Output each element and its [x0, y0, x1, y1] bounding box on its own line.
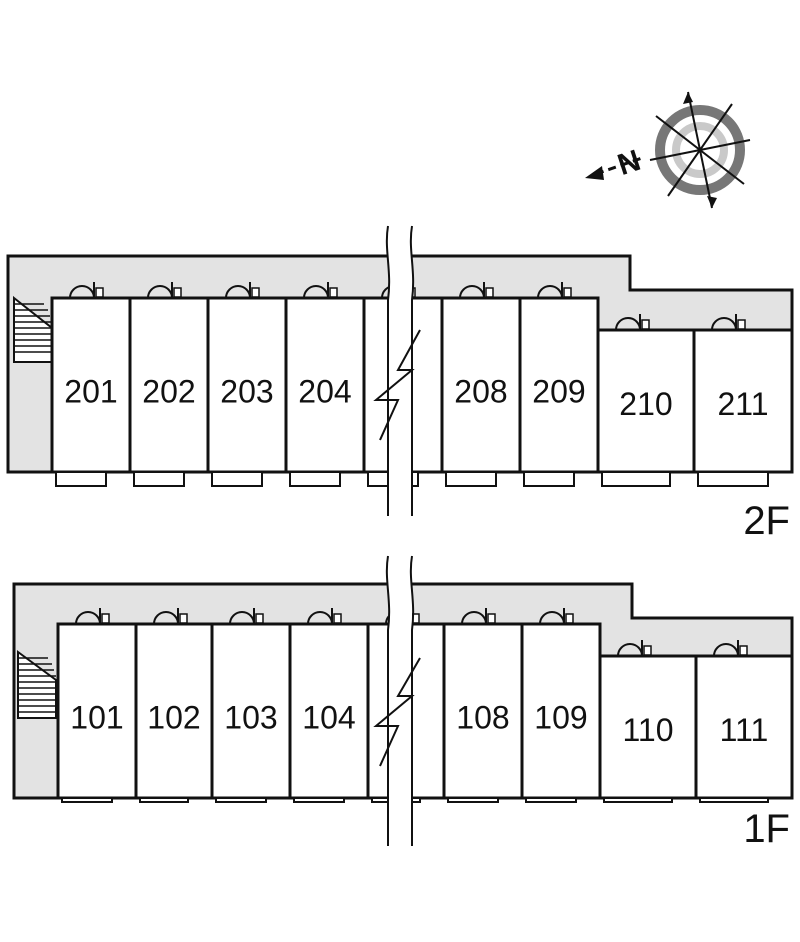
unit-box: 202 — [128, 282, 210, 487]
unit-box: 101 — [56, 608, 138, 803]
compass: N — [585, 91, 751, 209]
unit-label: 109 — [534, 699, 587, 735]
break-line-1f — [385, 555, 415, 846]
balcony — [523, 471, 575, 487]
arrow-up-icon — [683, 92, 693, 104]
unit-box: 204 — [284, 282, 366, 487]
unit-label: 210 — [619, 386, 672, 422]
zigzag-2f — [373, 329, 421, 441]
unit-wall — [284, 296, 366, 474]
door-icon — [539, 608, 574, 625]
unit-box: 109 — [520, 608, 602, 803]
arrow-down-icon — [707, 196, 717, 208]
break-gap-1f — [388, 556, 412, 846]
zigzag-1f — [373, 657, 421, 767]
unit-label: 202 — [142, 373, 195, 409]
door-icon — [303, 282, 338, 299]
unit-wall — [442, 622, 524, 800]
door-icon — [307, 608, 342, 625]
unit-box: 210 — [596, 314, 696, 487]
unit-label: 108 — [456, 699, 509, 735]
balcony — [293, 797, 345, 803]
unit-box: 102 — [134, 608, 214, 803]
door-icon — [225, 282, 260, 299]
unit-box: 103 — [210, 608, 292, 803]
unit-label: 111 — [720, 712, 769, 748]
units-2f: 201 202 203 204 208 209 210 211 — [50, 282, 794, 487]
balcony — [211, 471, 263, 487]
unit-box: 201 — [50, 282, 132, 487]
unit-label: 209 — [532, 373, 585, 409]
door-icon — [69, 282, 104, 299]
balcony — [61, 797, 113, 803]
unit-label: 101 — [70, 699, 123, 735]
unit-label: 204 — [298, 373, 351, 409]
unit-label: 208 — [454, 373, 507, 409]
unit-label: 103 — [224, 699, 277, 735]
door-icon — [711, 314, 746, 331]
balcony — [447, 797, 499, 803]
unit-box: 209 — [518, 282, 600, 487]
balcony — [139, 797, 189, 803]
door-icon — [75, 608, 110, 625]
unit-label: 110 — [622, 712, 673, 748]
compass-ring-inner — [672, 122, 728, 178]
unit-box: 211 — [692, 314, 794, 487]
balcony — [55, 471, 107, 487]
break-line-2f — [385, 225, 415, 516]
door-icon — [713, 640, 748, 657]
door-icon — [147, 282, 182, 299]
unit-box: 203 — [206, 282, 288, 487]
unit-wall — [210, 622, 292, 800]
door-icon — [461, 608, 496, 625]
balcony — [601, 471, 671, 487]
unit-box: 104 — [288, 608, 370, 803]
unit-box: 110 — [598, 640, 698, 803]
unit-wall — [128, 296, 210, 474]
balcony — [525, 797, 577, 803]
compass-north-label: N — [614, 144, 645, 182]
balcony — [699, 797, 769, 803]
unit-label: 102 — [147, 699, 200, 735]
unit-box: 111 — [694, 640, 794, 803]
floor-label-1f: 1F — [743, 807, 790, 851]
balcony — [215, 797, 267, 803]
door-icon — [153, 608, 188, 625]
unit-label: 104 — [302, 699, 355, 735]
unit-wall — [56, 622, 138, 800]
unit-box: 208 — [440, 282, 522, 487]
unit-label: 203 — [220, 373, 273, 409]
door-icon — [617, 640, 652, 657]
unit-box: 108 — [442, 608, 524, 803]
unit-label: 201 — [64, 373, 117, 409]
floor-1f: 101 102 103 104 108 109 110 111 1F — [12, 555, 794, 851]
unit-wall — [694, 654, 794, 800]
unit-wall — [692, 328, 794, 474]
compass-ring-outer — [655, 105, 745, 195]
unit-wall — [520, 622, 602, 800]
balcony — [289, 471, 341, 487]
door-icon — [537, 282, 572, 299]
floor-2f: 201 202 203 204 208 209 210 211 2F — [6, 225, 794, 543]
unit-label: 211 — [717, 386, 768, 422]
stair-1f — [17, 650, 57, 719]
stair-2f — [13, 295, 53, 363]
balcony — [697, 471, 769, 487]
door-icon — [229, 608, 264, 625]
north-arrow-icon — [585, 166, 604, 180]
door-icon — [459, 282, 494, 299]
floor-label-2f: 2F — [743, 499, 790, 543]
balcony — [133, 471, 185, 487]
compass-lines — [649, 91, 751, 209]
balcony — [445, 471, 497, 487]
door-icon — [615, 314, 650, 331]
balcony — [603, 797, 673, 803]
